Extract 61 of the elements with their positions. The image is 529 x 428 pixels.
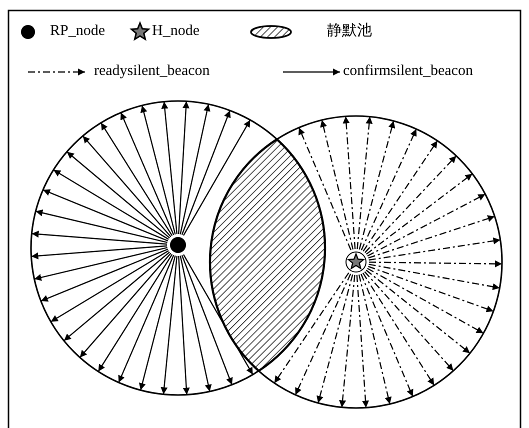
beacon-arrow (34, 246, 168, 281)
beacon-arrow (161, 102, 178, 234)
beacon-arrow (100, 122, 173, 236)
beacon-arrow (366, 270, 470, 354)
beacon-arrow (316, 274, 354, 404)
beacon-arrow (82, 136, 172, 238)
beacon-arrow (160, 256, 178, 394)
beacon-arrow (181, 110, 231, 235)
beacon-arrow (53, 169, 169, 240)
beacon-arrow (358, 274, 392, 404)
beacon-arrow (367, 194, 486, 256)
legend-label: 静默池 (327, 22, 372, 40)
beacon-arrow (369, 260, 502, 268)
legend-label: H_node (152, 22, 200, 40)
beacon-arrow (362, 140, 438, 252)
beacon-arrow (79, 252, 172, 358)
beacon-arrow (298, 127, 352, 250)
beacon-arrow (367, 268, 484, 334)
beacon-arrow (50, 250, 169, 322)
beacon-arrow (178, 256, 190, 395)
beacon-arrow (366, 173, 473, 255)
beacon-arrow (120, 112, 174, 236)
legend-label: confirmsilent_beacon (343, 62, 473, 80)
legend-label: readysilent_beacon (94, 62, 210, 80)
beacon-arrow (356, 116, 373, 250)
beacon-arrow (274, 272, 350, 384)
beacon-arrow (368, 215, 495, 259)
beacon-arrow (182, 120, 251, 236)
silent-pool-region (208, 138, 326, 372)
beacon-arrow (42, 189, 168, 242)
beacon-arrow (40, 248, 168, 302)
beacon-arrow (36, 209, 168, 244)
beacon-arrow (360, 274, 414, 397)
beacon-arrow (342, 116, 356, 250)
beacon-arrow (64, 252, 170, 342)
star-marker (346, 252, 366, 272)
beacon-arrow (180, 104, 210, 234)
beacon-arrow (178, 101, 190, 234)
beacon-arrow (118, 254, 174, 383)
beacon-arrow (138, 256, 176, 390)
beacon-arrow (364, 155, 457, 253)
beacon-arrow (356, 274, 369, 408)
beacon-arrow (294, 274, 352, 396)
beacon-arrow (140, 105, 176, 234)
beacon-arrow (66, 151, 170, 238)
beacon-arrow (362, 272, 435, 386)
beacon-arrow (31, 245, 168, 260)
beacon-arrow (358, 120, 396, 250)
beacon-arrow (368, 237, 500, 261)
beacon-arrow (368, 266, 494, 312)
beacon-arrow (368, 264, 500, 290)
legend-label: RP_node (50, 22, 106, 40)
beacon-arrow (180, 256, 212, 392)
beacon-arrow (364, 271, 454, 372)
beacon-arrow (320, 120, 354, 250)
beacon-arrow (98, 254, 173, 372)
beacon-arrow (32, 230, 168, 245)
beacon-arrow (339, 274, 356, 408)
beacon-arrow (181, 255, 233, 385)
beacon-arrow (360, 128, 417, 250)
node-dot (170, 237, 186, 253)
